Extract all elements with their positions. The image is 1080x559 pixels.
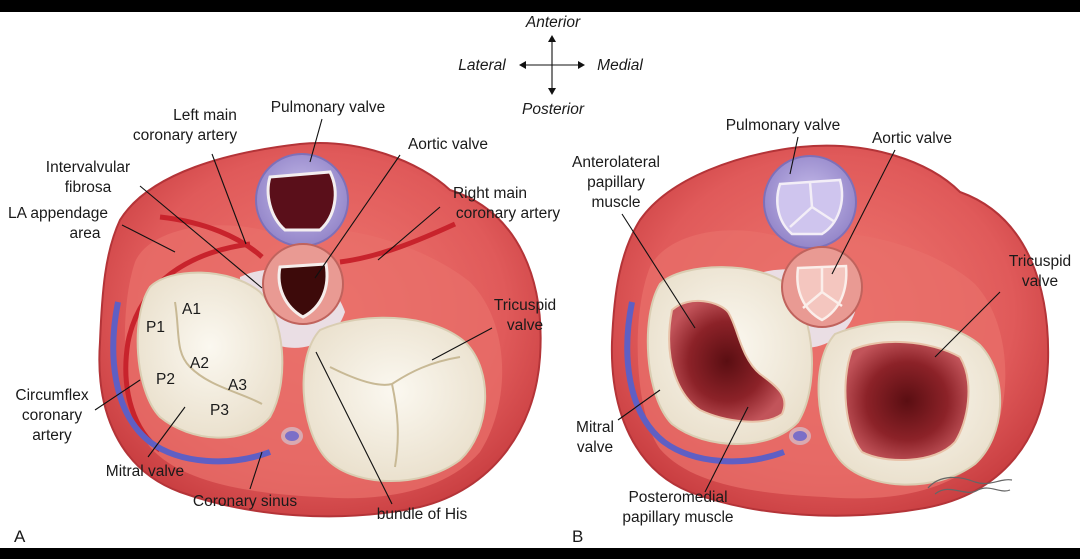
panel-b-pulmonary-leaflets <box>776 178 844 236</box>
compass-anterior: Anterior <box>525 14 581 31</box>
label-mitral-a: Mitral valve <box>106 463 184 480</box>
lead-anterolateral <box>621 213 696 329</box>
label-aortic-b: Aortic valve <box>872 130 952 147</box>
scallop-p3: P3 <box>210 402 229 419</box>
artist-signature <box>927 476 1013 495</box>
coronary-sinus-vein <box>110 301 272 465</box>
scallop-a3: A3 <box>228 377 247 394</box>
lead-bundle-of-his <box>315 351 393 505</box>
compass-arrow-up <box>548 35 556 42</box>
compass-lateral: Lateral <box>458 57 506 74</box>
compass-arrow-right <box>578 61 585 69</box>
panel-a-pulmonary-orifice <box>266 170 337 232</box>
panel-b-tricuspid-orifice <box>844 341 970 461</box>
panel-b-coronary-sinus-vein <box>624 301 786 465</box>
scallop-a1: A1 <box>182 301 201 318</box>
scallop-a2: A2 <box>190 355 209 372</box>
lead-intervalvular <box>139 185 263 289</box>
lead-right-main <box>377 206 441 261</box>
panel-b-letter: B <box>572 527 583 546</box>
coronary-sinus-ostium <box>281 427 303 445</box>
tricuspid-coaptation-lines <box>329 356 461 468</box>
label-coronary-sinus: Coronary sinus <box>193 493 297 510</box>
lead-aortic-b <box>831 149 896 275</box>
left-main-artery-vessel <box>159 214 264 259</box>
panel-b-coronary-sinus-ostium <box>789 427 811 445</box>
lead-tricuspid-a <box>431 327 493 361</box>
compass-arrow-down <box>548 88 556 95</box>
lead-tricuspid-b <box>934 291 1001 358</box>
panel-a-letter: A <box>14 527 26 546</box>
lead-mitral-a <box>147 406 186 458</box>
lead-la-appendage <box>121 224 176 253</box>
lead-pulmonary-b <box>789 136 799 175</box>
label-aortic-a: Aortic valve <box>408 136 488 153</box>
circumflex-artery <box>123 241 251 453</box>
panel-b-aortic-leaflets <box>796 264 848 322</box>
scallop-p2: P2 <box>156 371 175 388</box>
panel-b-mitral-orifice <box>668 299 786 423</box>
compass-posterior: Posterior <box>522 101 585 118</box>
lead-mitral-b <box>617 389 661 421</box>
label-pulmonary-b: Pulmonary valve <box>726 117 841 134</box>
compass-medial: Medial <box>597 57 643 74</box>
lead-pulmonary-a <box>309 118 323 163</box>
lead-aortic-a <box>314 154 401 279</box>
lead-left-main <box>211 153 247 245</box>
lead-coronary-sinus <box>249 451 263 490</box>
lead-posteromedial <box>704 406 749 493</box>
label-bundle-of-his: bundle of His <box>377 506 468 523</box>
orientation-compass: Anterior Posterior Lateral Medial <box>458 14 643 118</box>
panel-b: Pulmonary valve Aortic valve Anterolater… <box>572 117 1071 546</box>
mitral-coaptation-line <box>174 301 263 405</box>
right-main-artery-vessel <box>339 221 457 265</box>
compass-arrow-left <box>519 61 526 69</box>
scallop-p1: P1 <box>146 319 165 336</box>
label-pulmonary-a: Pulmonary valve <box>271 99 386 116</box>
lead-circumflex <box>94 379 141 411</box>
